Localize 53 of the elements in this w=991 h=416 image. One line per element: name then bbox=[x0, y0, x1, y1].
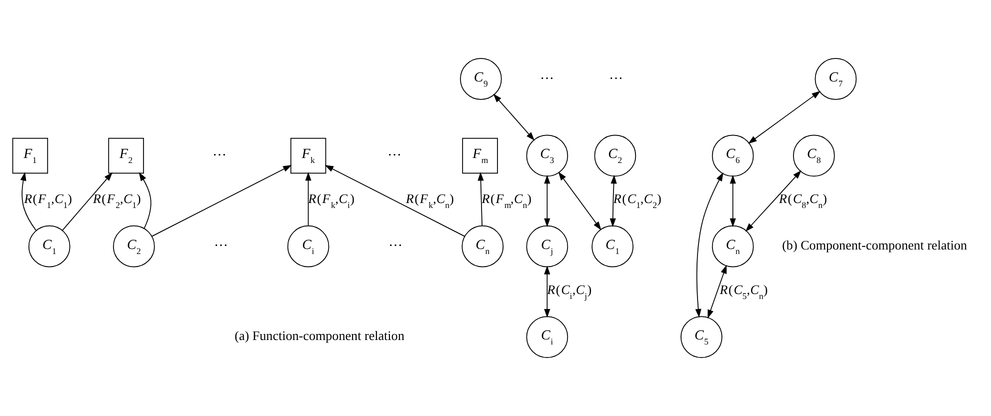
node-circle: C$_{8}$ bbox=[793, 134, 835, 177]
node-circle: C$_{7}$ bbox=[814, 58, 857, 100]
label: (a) Function-component relation bbox=[234, 328, 404, 344]
node-circle: C$_{2}$ bbox=[113, 225, 155, 268]
arrow bbox=[478, 172, 484, 226]
label: ⋯ bbox=[388, 238, 402, 254]
edge-label: R(F$_{m}$,C$_{n}$) bbox=[482, 191, 532, 210]
arrow bbox=[324, 164, 466, 237]
arrow bbox=[748, 90, 821, 144]
node-circle: C$_{2}$ bbox=[594, 134, 636, 177]
arrow bbox=[558, 172, 602, 230]
arrow bbox=[730, 174, 736, 228]
node-circle: C$_{1}$ bbox=[28, 225, 70, 268]
node-box: F$_{m}$ bbox=[462, 138, 498, 174]
node-circle: C$_{i}$ bbox=[287, 225, 330, 268]
node-circle: C$_{5}$ bbox=[680, 316, 722, 358]
label: ⋯ bbox=[540, 71, 554, 86]
node-circle: C$_{6}$ bbox=[712, 134, 754, 177]
arrow bbox=[745, 170, 802, 232]
arrow bbox=[544, 266, 550, 318]
node-box: F$_{k}$ bbox=[290, 138, 326, 174]
arrow bbox=[493, 94, 535, 141]
edge-label: R(C$_{i}$,C$_{j}$) bbox=[547, 282, 592, 301]
node-box: F$_{2}$ bbox=[108, 138, 144, 174]
node-circle: C$_{n}$ bbox=[712, 225, 754, 268]
node-circle: C$_{3}$ bbox=[526, 134, 568, 177]
edge-label: R(F$_{k}$,C$_{n}$) bbox=[406, 191, 454, 210]
arrow bbox=[138, 172, 152, 229]
edge-label: R(C$_{5}$,C$_{n}$) bbox=[720, 282, 768, 301]
arrow bbox=[708, 264, 727, 319]
edge-label: R(F$_{1}$,C$_{1}$) bbox=[24, 191, 72, 210]
edge-label: R(F$_{2}$,C$_{1}$) bbox=[92, 191, 141, 210]
edge-label: R(C$_{1}$,C$_{2}$) bbox=[613, 191, 662, 210]
node-circle: C$_{n}$ bbox=[462, 225, 504, 268]
node-circle: C$_{1}$ bbox=[592, 225, 634, 268]
arrow bbox=[62, 172, 113, 231]
label: (b) Component-component relation bbox=[782, 237, 968, 252]
node-circle: C$_{9}$ bbox=[460, 58, 502, 100]
node-circle: C$_{j}$ bbox=[526, 225, 568, 268]
arrow bbox=[20, 172, 36, 231]
arrow bbox=[544, 174, 550, 228]
arrow bbox=[305, 172, 312, 226]
label: ⋯ bbox=[609, 71, 624, 86]
label: ⋯ bbox=[212, 148, 226, 164]
arrow bbox=[152, 164, 292, 237]
edge-label: R(F$_{k}$,C$_{i}$) bbox=[308, 191, 354, 210]
edge-label: R(C$_{8}$,C$_{n}$) bbox=[779, 191, 827, 210]
node-circle: C$_{i}$ bbox=[526, 316, 568, 358]
arrow bbox=[695, 172, 724, 318]
label: ⋯ bbox=[214, 238, 228, 254]
label: ⋯ bbox=[388, 148, 402, 164]
node-box: F$_{1}$ bbox=[12, 138, 48, 174]
arrow bbox=[610, 174, 617, 228]
